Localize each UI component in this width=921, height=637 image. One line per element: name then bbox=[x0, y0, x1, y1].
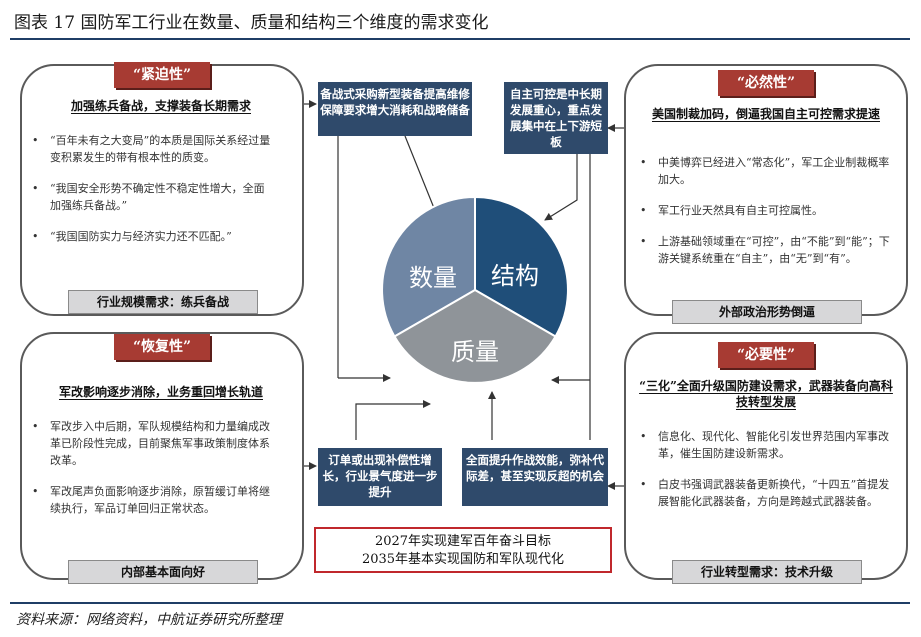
panel-necessity: “必然性” 美国制裁加码，倒逼我国自主可控需求提速 中美博弈已经进入“常态化”，… bbox=[624, 64, 908, 324]
recovery-bullet-list: 军改步入中后期，军队规模结构和力量编成改革已阶段性完成，目前聚焦军事政策制度体系… bbox=[28, 418, 272, 531]
list-item: 白皮书强调武器装备更新换代，“十四五”首提发展智能化武器装备，方向是跨越式武器装… bbox=[636, 476, 890, 510]
list-item: “我国国防实力与经济实力还不匹配。” bbox=[28, 228, 272, 245]
necessity-tag: “必然性” bbox=[718, 70, 814, 96]
urgency-tag: “紧迫性” bbox=[114, 62, 210, 88]
top-rule bbox=[10, 38, 910, 40]
necessity-bullet-list: 中美博弈已经进入“常态化”，军工企业制裁概率加大。 军工行业天然具有自主可控属性… bbox=[636, 154, 890, 281]
recovery-subtitle: 军改影响逐步消除，业务重回增长轨道 bbox=[58, 385, 263, 399]
panel-recovery: “恢复性” 军改影响逐步消除，业务重回增长轨道 军改步入中后期，军队规模结构和力… bbox=[20, 332, 304, 584]
list-item: 军改尾声负面影响逐步消除，原暂缓订单将继续执行，军品订单回归正常状态。 bbox=[28, 483, 272, 517]
urgency-subtitle: 加强练兵备战，支撑装备长期需求 bbox=[70, 99, 251, 113]
figure-title: 图表 17 国防军工行业在数量、质量和结构三个维度的需求变化 bbox=[14, 13, 489, 33]
source-note: 资料来源：网络资料，中航证券研究所整理 bbox=[16, 612, 282, 628]
necessity-subtitle: 美国制裁加码，倒逼我国自主可控需求提速 bbox=[651, 107, 880, 121]
goal-box: 2027年实现建军百年奋斗目标 2035年基本实现国防和军队现代化 bbox=[314, 527, 612, 573]
panel-requirement: “必要性” “三化”全面升级国防建设需求，武器装备向高科技转型发展 信息化、现代… bbox=[624, 332, 908, 584]
segment-quality-label: 质量 bbox=[451, 338, 499, 366]
goal-line-1: 2027年实现建军百年奋斗目标 bbox=[374, 534, 552, 549]
arrow-bottomleft-to-circle bbox=[355, 400, 431, 440]
list-item: 军改步入中后期，军队规模结构和力量编成改革已阶段性完成，目前聚焦军事政策制度体系… bbox=[28, 418, 272, 469]
urgency-footer: 行业规模需求：练兵备战 bbox=[68, 290, 258, 314]
box-self-reliance: 自主可控是中长期发展重心，重点发展集中在上下游短板 bbox=[504, 82, 608, 154]
requirement-subtitle: “三化”全面升级国防建设需求，武器装备向高科技转型发展 bbox=[639, 379, 893, 409]
list-item: 上游基础领域重在“可控”，由“不能”到“能”；下游关键系统重在“自主”，由“无”… bbox=[636, 233, 890, 267]
bottom-rule bbox=[10, 602, 910, 604]
list-item: 信息化、现代化、智能化引发世界范围内军事改革，催生国防建设新需求。 bbox=[636, 428, 890, 462]
segment-structure bbox=[474, 195, 569, 338]
recovery-footer: 内部基本面向好 bbox=[68, 560, 258, 584]
segment-quality bbox=[393, 288, 557, 384]
arrow-topleft-to-circle bbox=[404, 135, 440, 219]
box-procurement: 备战式采购新型装备提高维修保障要求增大消耗和战略储备 bbox=[318, 82, 472, 136]
box-order-growth: 订单或出现补偿性增长，行业景气度进一步提升 bbox=[318, 448, 442, 506]
requirement-tag: “必要性” bbox=[718, 342, 814, 368]
list-item: “我国安全形势不确定性不稳定性增大，全面加强练兵备战。” bbox=[28, 180, 272, 214]
urgency-bullet-list: “百年未有之大变局”的本质是国际关系经过量变积累发生的带有根本性的质变。 “我国… bbox=[28, 132, 272, 259]
list-item: “百年未有之大变局”的本质是国际关系经过量变积累发生的带有根本性的质变。 bbox=[28, 132, 272, 166]
necessity-footer: 外部政治形势倒逼 bbox=[672, 300, 862, 324]
segment-quantity-label: 数量 bbox=[409, 264, 457, 292]
segment-structure-label: 结构 bbox=[491, 262, 539, 290]
list-item: 军工行业天然具有自主可控属性。 bbox=[636, 202, 890, 219]
box-capability-upgrade: 全面提升作战效能，弥补代际差，甚至实现反超的机会 bbox=[462, 448, 608, 506]
requirement-bullet-list: 信息化、现代化、智能化引发世界范围内军事改革，催生国防建设新需求。 白皮书强调武… bbox=[636, 428, 890, 524]
segment-quantity bbox=[381, 195, 476, 338]
recovery-tag: “恢复性” bbox=[114, 334, 210, 360]
list-item: 中美博弈已经进入“常态化”，军工企业制裁概率加大。 bbox=[636, 154, 890, 188]
arrow-topright-to-circle bbox=[544, 152, 578, 221]
goal-line-2: 2035年基本实现国防和军队现代化 bbox=[361, 552, 565, 567]
requirement-footer: 行业转型需求：技术升级 bbox=[672, 560, 862, 584]
panel-urgency: “紧迫性” 加强练兵备战，支撑装备长期需求 “百年未有之大变局”的本质是国际关系… bbox=[20, 62, 304, 316]
